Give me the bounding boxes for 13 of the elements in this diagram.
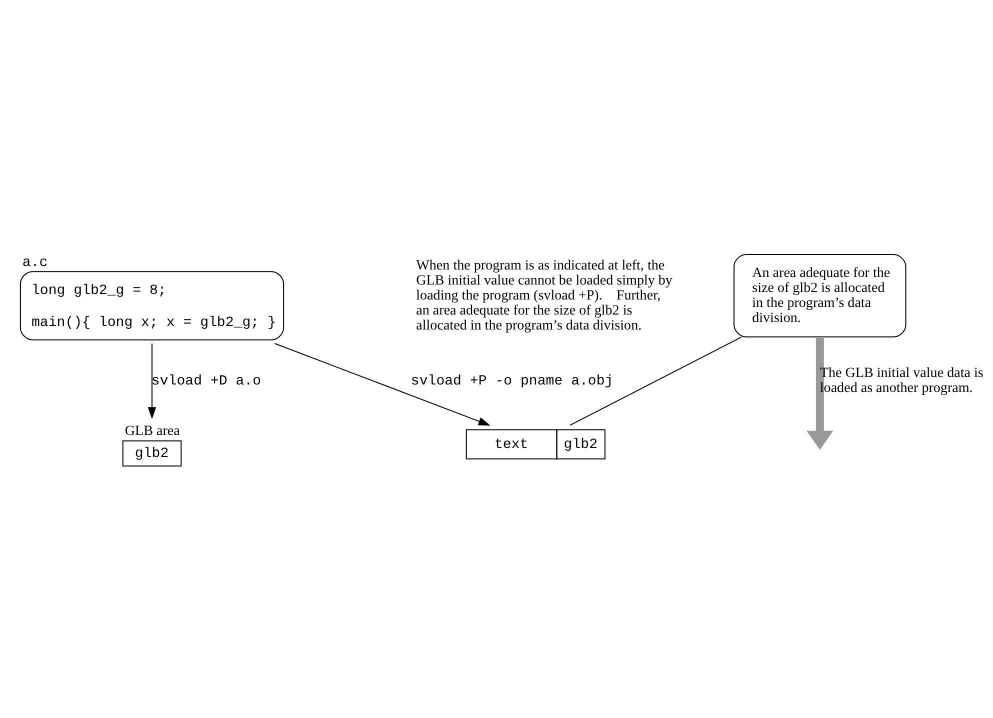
arrow	[806, 337, 834, 450]
arrow	[148, 344, 156, 420]
node-box: An area adequate for the size of glb2 is allocated in the program’s data division.	[734, 254, 906, 338]
edge-label: svload +D a.o	[151, 373, 262, 390]
connector	[570, 336, 742, 426]
edge-label: The GLB initial value data is loaded as another program.	[820, 364, 984, 396]
node-box: long glb2_g = 8; main(){ long x; x = glb2_g; }	[20, 271, 284, 340]
node-label: a.c	[22, 254, 48, 271]
label: When the program is as indicated at left, the GLB initial value cannot be loaded simply by loading the program (svload +P). Further, an area adequate for the size of glb2 is allocated in the program’s data division.	[416, 257, 672, 334]
edge-label: svload +P -o pname a.obj	[410, 373, 614, 390]
arrow	[274, 343, 490, 426]
node-box: glb2	[122, 440, 182, 466]
node-label: GLB area	[124, 423, 180, 440]
